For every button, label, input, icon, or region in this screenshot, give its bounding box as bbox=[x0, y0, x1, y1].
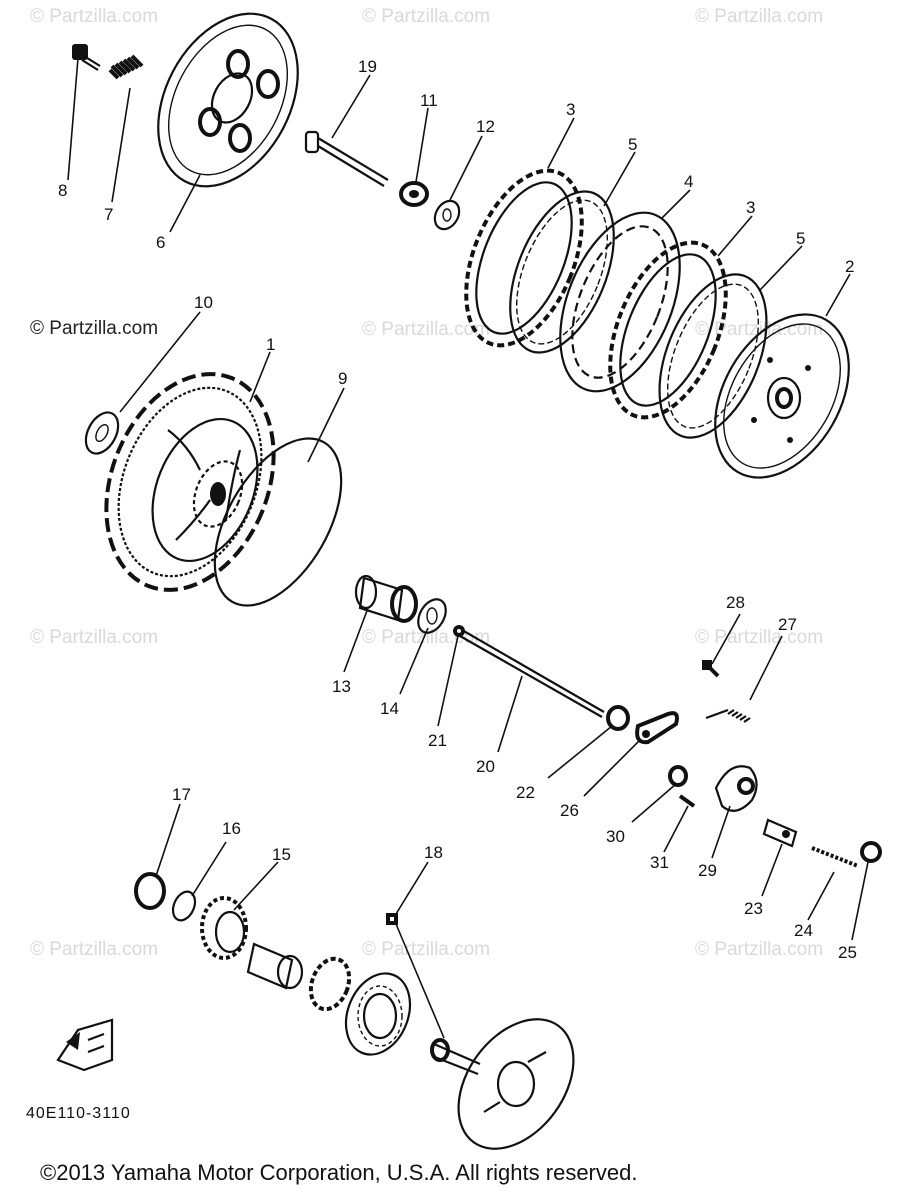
washer-10 bbox=[84, 411, 120, 455]
part-label: 17 bbox=[172, 785, 191, 804]
washer-16 bbox=[171, 890, 197, 922]
part-label: 8 bbox=[58, 181, 67, 200]
part-label: 7 bbox=[104, 205, 113, 224]
part-label: 2 bbox=[845, 257, 854, 276]
part-label: 20 bbox=[476, 757, 495, 776]
nut-11 bbox=[399, 181, 429, 207]
spring-7 bbox=[108, 54, 144, 80]
friction-plate-3a bbox=[464, 168, 584, 348]
watermark: © Partzilla.com bbox=[30, 6, 158, 27]
watermark: © Partzilla.com bbox=[362, 6, 490, 27]
washer-14 bbox=[417, 598, 447, 634]
part-label: 4 bbox=[684, 172, 693, 191]
bolt-8 bbox=[72, 44, 101, 71]
spring-27 bbox=[705, 708, 751, 723]
part-label: 29 bbox=[698, 861, 717, 880]
copyright-notice: ©2013 Yamaha Motor Corporation, U.S.A. A… bbox=[40, 1160, 637, 1185]
lock-nut-25 bbox=[860, 841, 882, 863]
front-arrow-icon bbox=[56, 1018, 114, 1072]
key-18 bbox=[386, 913, 398, 925]
nut-17 bbox=[134, 872, 166, 910]
bearing bbox=[344, 972, 412, 1056]
part-label: 30 bbox=[606, 827, 625, 846]
collar-13 bbox=[354, 574, 418, 623]
part-label: 15 bbox=[272, 845, 291, 864]
o-ring-9 bbox=[213, 437, 343, 607]
part-label: 24 bbox=[794, 921, 813, 940]
part-label: 10 bbox=[194, 293, 213, 312]
part-label: 19 bbox=[358, 57, 377, 76]
clutch-boss-2 bbox=[714, 313, 850, 479]
part-label: 9 bbox=[338, 369, 347, 388]
part-label: 3 bbox=[746, 198, 755, 217]
part-label: 22 bbox=[516, 783, 535, 802]
watermark: © Partzilla.com bbox=[30, 939, 158, 960]
screw-28 bbox=[702, 660, 720, 678]
clutch-plate-4 bbox=[559, 211, 681, 393]
part-label: 26 bbox=[560, 801, 579, 820]
push-rod-19 bbox=[304, 130, 389, 187]
sleeve bbox=[246, 942, 304, 990]
adjust-screw-24 bbox=[811, 846, 859, 868]
part-label: 5 bbox=[628, 135, 637, 154]
watermark-layer: © Partzilla.com © Partzilla.com © Partzi… bbox=[30, 6, 823, 960]
pressure-plate bbox=[157, 12, 299, 188]
part-label: 3 bbox=[566, 100, 575, 119]
part-labels: 1 2 3 3 4 5 5 6 7 8 9 10 11 12 13 14 15 … bbox=[58, 57, 857, 962]
part-label: 18 bbox=[424, 843, 443, 862]
leader-lines bbox=[67, 57, 869, 1039]
part-label: 23 bbox=[744, 899, 763, 918]
watermark: © Partzilla.com bbox=[362, 627, 490, 648]
watermark: © Partzilla.com bbox=[362, 939, 490, 960]
race bbox=[308, 956, 352, 1012]
drawing-code: 40E110-3110 bbox=[26, 1105, 131, 1122]
watermark-main: © Partzilla.com bbox=[30, 318, 158, 339]
push-lever-26 bbox=[635, 711, 679, 745]
nut-30 bbox=[668, 765, 688, 787]
friction-plate-3b bbox=[608, 240, 728, 420]
part-label: 11 bbox=[420, 91, 438, 110]
part-label: 1 bbox=[266, 335, 275, 354]
part-label: 5 bbox=[796, 229, 805, 248]
shaft-drum bbox=[430, 1018, 575, 1150]
watermark: © Partzilla.com bbox=[30, 627, 158, 648]
watermark: © Partzilla.com bbox=[695, 319, 823, 340]
part-label: 27 bbox=[778, 615, 797, 634]
screw-31 bbox=[678, 794, 696, 808]
part-label: 6 bbox=[156, 233, 165, 252]
part-label: 25 bbox=[838, 943, 857, 962]
push-rod-20 bbox=[459, 629, 605, 718]
watermark: © Partzilla.com bbox=[362, 319, 490, 340]
gear-15 bbox=[200, 896, 248, 960]
part-label: 21 bbox=[428, 731, 447, 750]
part-label: 28 bbox=[726, 593, 745, 612]
watermark: © Partzilla.com bbox=[695, 6, 823, 27]
adjuster-23 bbox=[762, 818, 798, 848]
clutch-housing-1 bbox=[104, 372, 276, 592]
clutch-plate-5a bbox=[509, 190, 615, 354]
part-label: 16 bbox=[222, 819, 241, 838]
watermark: © Partzilla.com bbox=[695, 939, 823, 960]
adjuster-cover-29 bbox=[714, 765, 758, 812]
part-label: 31 bbox=[650, 853, 669, 872]
part-label: 12 bbox=[476, 117, 495, 136]
washer-12 bbox=[433, 199, 461, 231]
part-label: 14 bbox=[380, 699, 399, 718]
clutch-plate-5b bbox=[658, 273, 768, 439]
watermark: © Partzilla.com bbox=[695, 627, 823, 648]
push-rod-end-22 bbox=[606, 705, 630, 731]
part-label: 13 bbox=[332, 677, 351, 696]
